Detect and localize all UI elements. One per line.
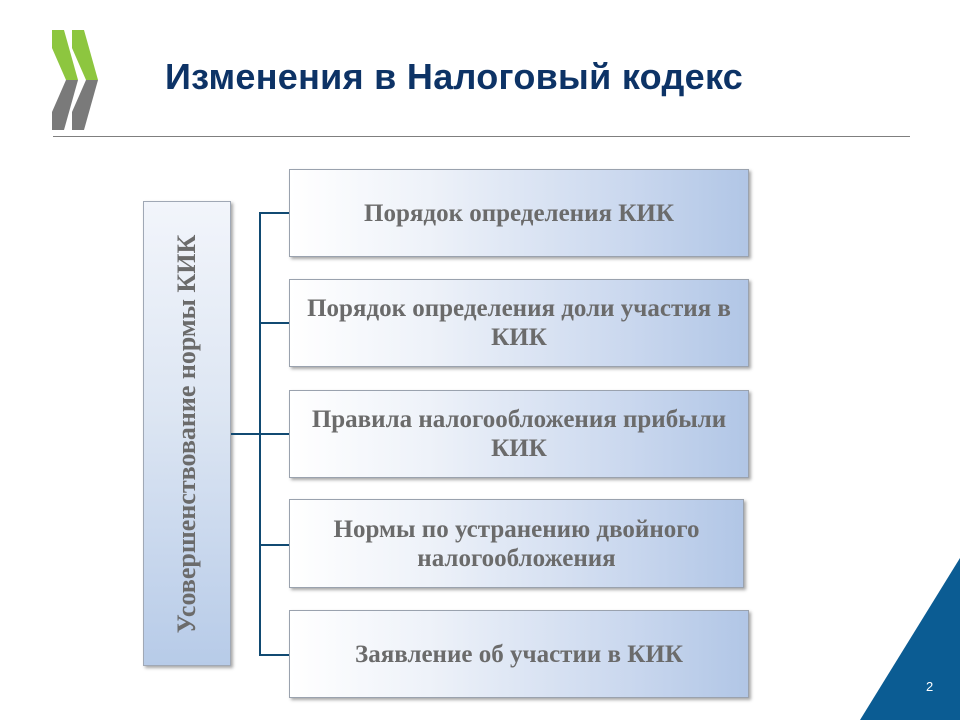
header-divider [53,136,910,137]
connector-branch-3 [259,433,290,435]
logo-chevron-left-gray [52,80,78,130]
diagram-child-box: Нормы по устранению двойного налогооблож… [289,499,744,588]
diagram-child-box: Правила налогообложения прибыли КИК [289,390,749,478]
logo-chevron-right-green [72,30,98,80]
connector-branch-4 [259,544,290,546]
diagram-root-box: Усовершенствование нормы КИК [143,201,231,666]
diagram-child-box: Заявление об участии в КИК [289,610,749,698]
diagram-child-box: Порядок определения КИК [289,169,749,257]
page-title: Изменения в Налоговый кодекс [165,56,744,97]
oecd-logo [52,30,98,130]
connector-branch-2 [259,322,290,324]
logo-chevron-right-gray [72,80,98,130]
diagram-child-label: Правила налогообложения прибыли КИК [311,406,727,462]
diagram-child-box: Порядок определения доли участия в КИК [289,279,749,367]
diagram-root-label: Усовершенствование нормы КИК [172,234,201,633]
page-number: 2 [926,679,934,694]
diagram-child-label: Порядок определения КИК [364,199,674,227]
logo-chevron-left-green [52,30,78,80]
diagram-child-label: Нормы по устранению двойного налогооблож… [333,515,700,572]
connector-branch-1 [259,212,290,214]
connector-root-stub [231,433,261,435]
connector-branch-5 [259,654,290,656]
diagram-child-label: Заявление об участии в КИК [355,640,683,668]
diagram-child-label: Порядок определения доли участия в КИК [307,295,731,351]
corner-triangle-decoration [860,558,960,720]
